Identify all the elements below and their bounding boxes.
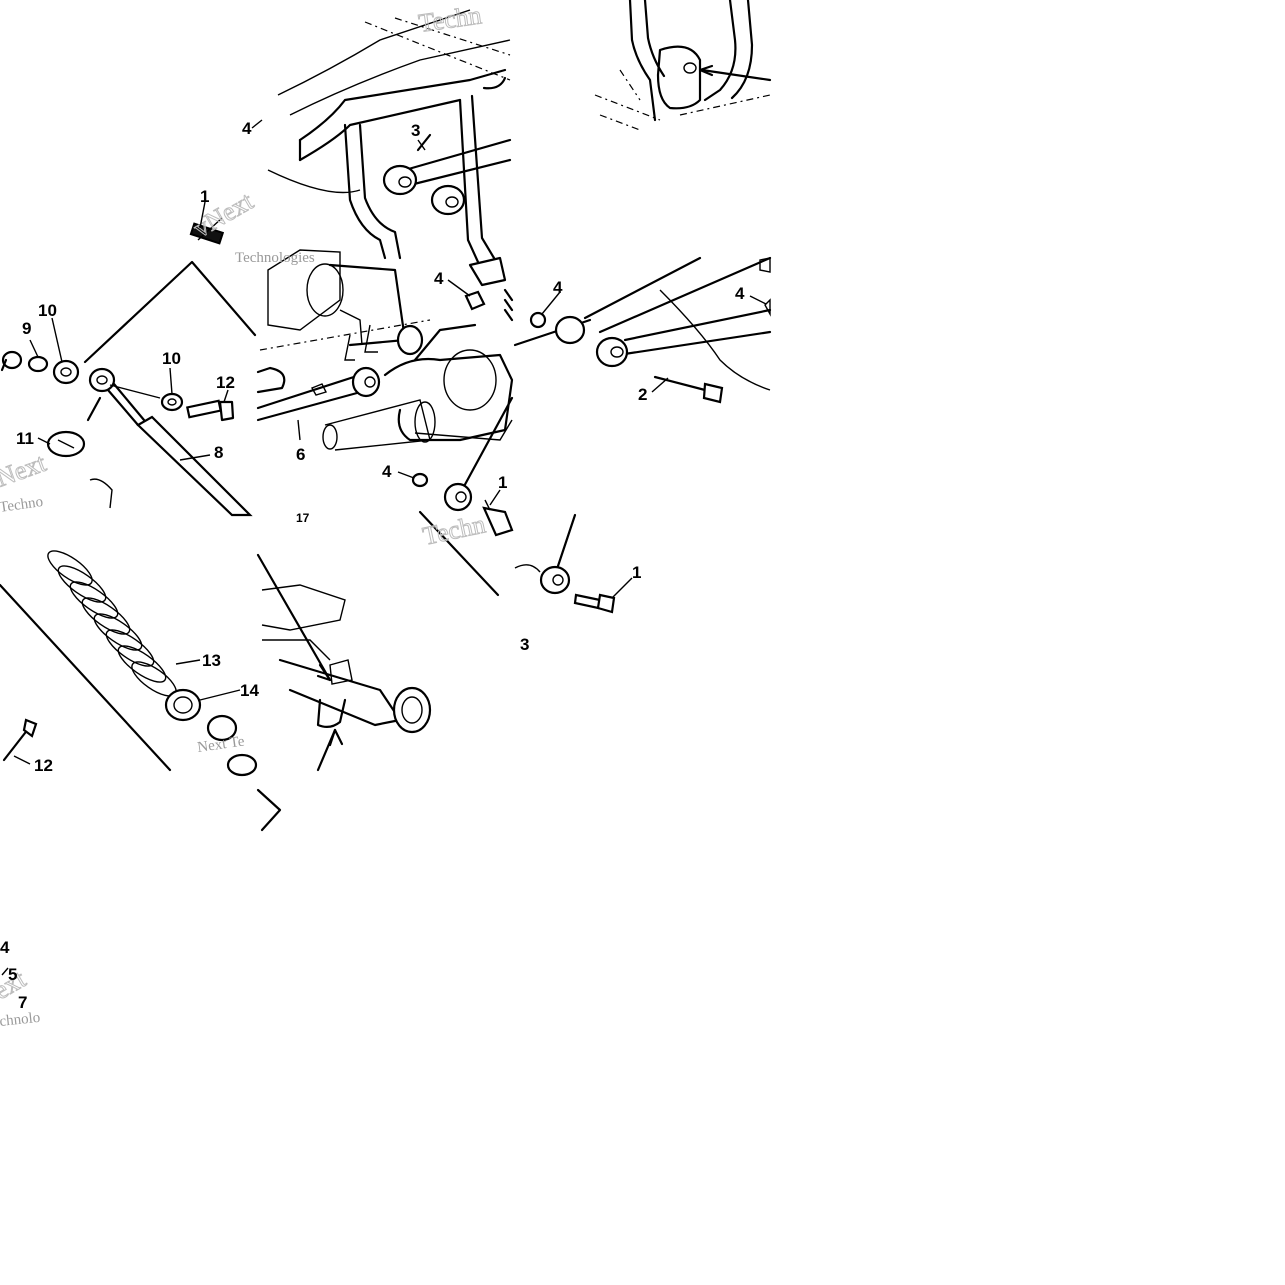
callout-1-right: 1 [632, 563, 641, 582]
callout-12-lower: 12 [34, 756, 53, 775]
callout-5: 5 [8, 965, 17, 984]
callout-1-middle: 1 [498, 473, 507, 492]
callout-12-upper: 12 [216, 373, 235, 392]
spring-tile-lower-left [0, 550, 258, 777]
callout-10-right: 10 [162, 349, 181, 368]
callout-14: 14 [240, 681, 259, 700]
callout-10-left: 10 [38, 301, 57, 320]
axle-tile-lower-middle [256, 553, 432, 832]
callout-6: 6 [296, 445, 305, 464]
frame-tile-top [267, 9, 512, 264]
watermark-tech-mid: Techno [0, 494, 44, 516]
callout-9: 9 [22, 319, 31, 338]
callout-8: 8 [214, 443, 223, 462]
callout-4-top: 4 [242, 119, 252, 138]
watermark-tech-top: Techn [417, 0, 484, 38]
watermark-next-mid: Next [0, 448, 50, 493]
watermark-tech-lower: Techn [420, 509, 488, 550]
callout-13: 13 [202, 651, 221, 670]
callout-4-bottom: 4 [0, 938, 10, 957]
callout-2: 2 [638, 385, 647, 404]
watermark-tech-bot: chnolo [0, 1010, 41, 1030]
callout-4-middle: 4 [434, 269, 444, 288]
callout-7: 7 [18, 993, 27, 1012]
callout-labels: 4 3 1 10 9 10 12 11 8 4 6 4 1 4 4 2 1 3 … [0, 119, 745, 1012]
a-arm-tile-right [513, 256, 772, 614]
callout-11: 11 [16, 429, 34, 448]
shock-tile-left [0, 217, 257, 517]
callout-17: 17 [296, 511, 310, 525]
callout-3-right: 3 [520, 635, 529, 654]
frame-tile-top-right [594, 0, 772, 131]
callout-1-left: 1 [200, 187, 209, 206]
callout-4-right-a: 4 [553, 278, 563, 297]
coil-spring [47, 550, 177, 697]
watermark-next-low: Next Te [196, 733, 246, 755]
axle-tile-middle [256, 249, 514, 597]
callout-3: 3 [411, 121, 420, 140]
leader-lines [1, 119, 767, 976]
watermark-tech-left: Technologies [235, 250, 315, 266]
callout-4-lower: 4 [382, 462, 392, 481]
callout-4-right-b: 4 [735, 284, 745, 303]
